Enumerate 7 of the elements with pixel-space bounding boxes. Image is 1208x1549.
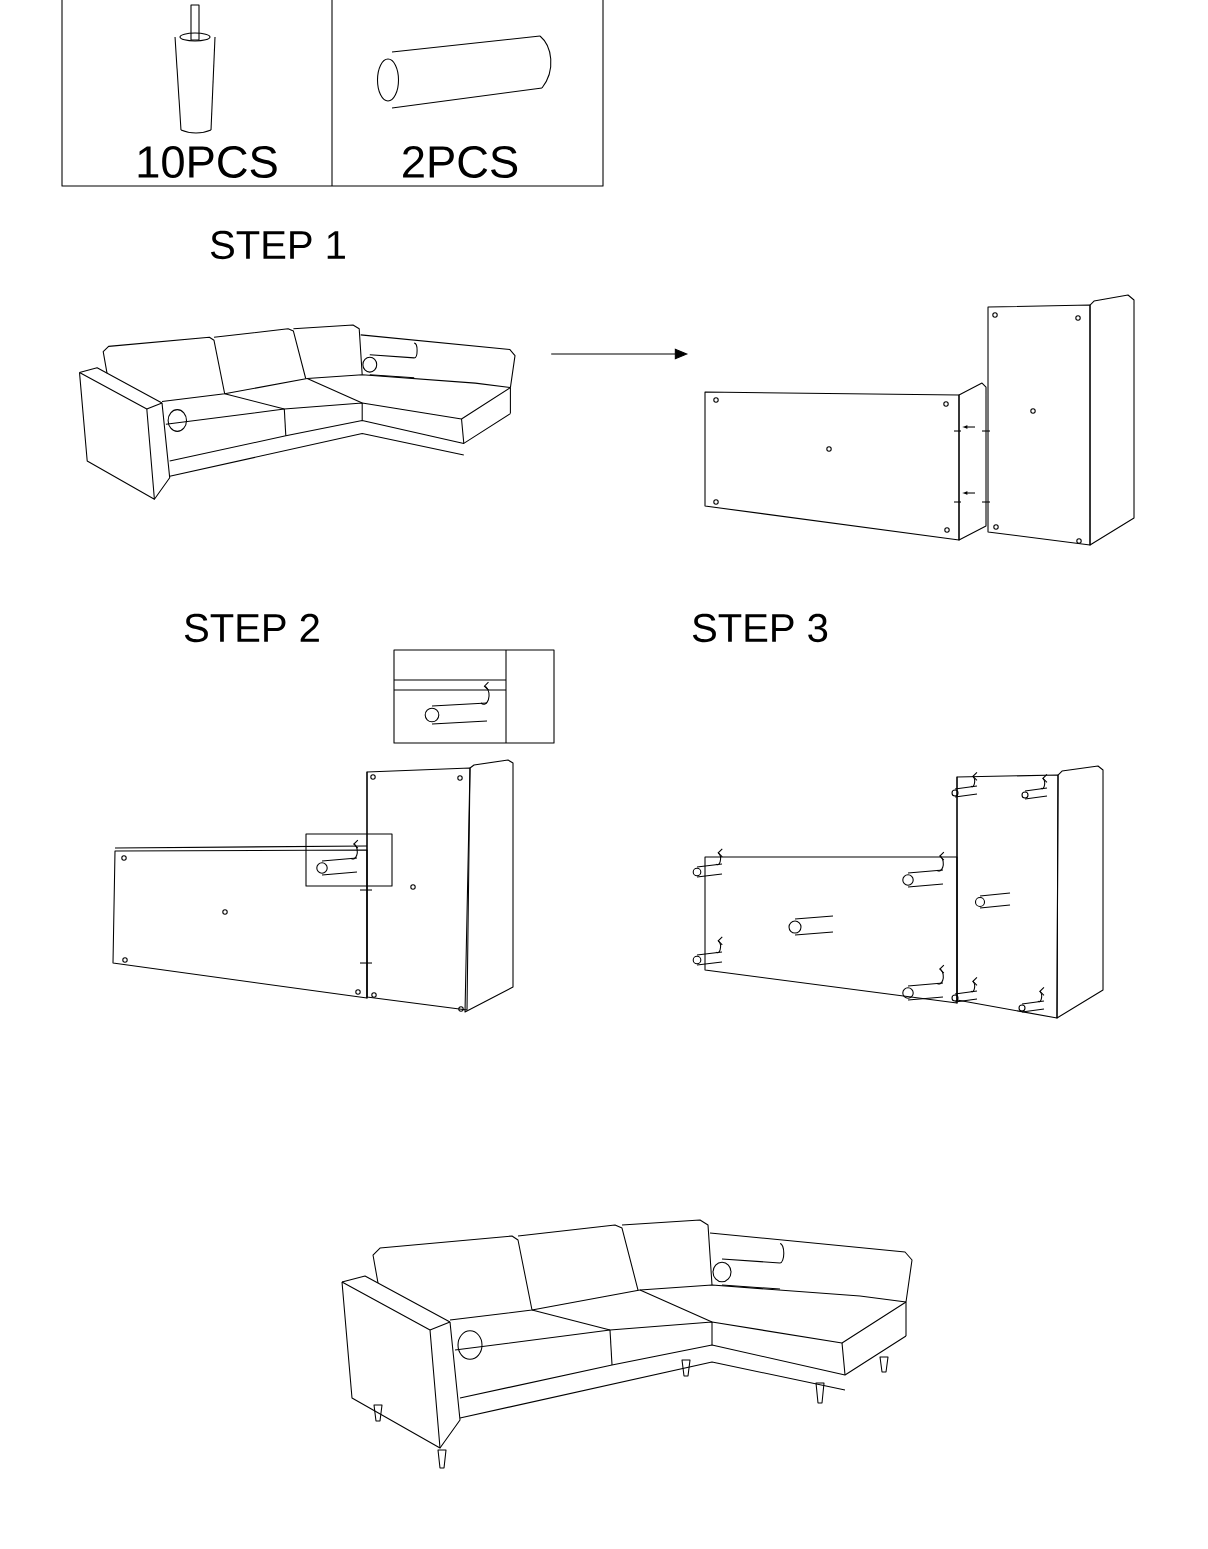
quantity-label: 10PCS — [138, 145, 277, 179]
step-heading: STEP 1 — [210, 230, 345, 260]
quantity-label: 2PCS — [403, 145, 518, 179]
step-heading: STEP 2 — [184, 613, 319, 643]
sofa-sections-drawing — [704, 294, 1135, 546]
sofa-drawing — [78, 324, 516, 500]
step-heading: STEP 3 — [692, 613, 828, 643]
